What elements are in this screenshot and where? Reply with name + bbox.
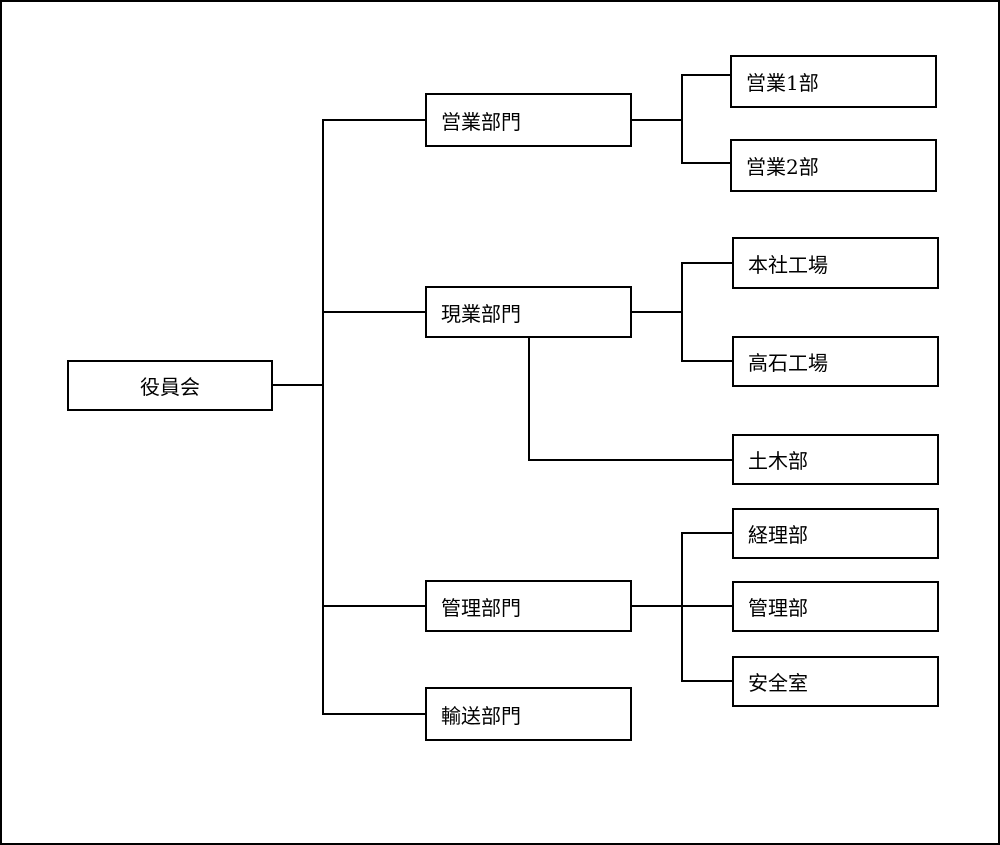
node-label: 土木部: [748, 449, 808, 473]
connector-to-transport-division: [322, 713, 427, 715]
node-sales-dept-1: 営業1部: [730, 55, 937, 108]
node-label: 本社工場: [748, 252, 828, 277]
connector-to-field-division: [322, 311, 427, 313]
node-takaishi-factory: 高石工場: [732, 336, 939, 387]
node-admin-division: 管理部門: [425, 580, 632, 632]
connector-to-civil: [528, 459, 733, 461]
node-management-dept: 管理部: [732, 581, 939, 632]
node-label: 営業2部: [746, 155, 819, 179]
connector-to-admin-division: [322, 605, 427, 607]
connector-root-to-trunk: [272, 384, 324, 386]
node-label: 管理部門: [441, 595, 521, 620]
node-label: 営業1部: [746, 71, 819, 95]
connector-to-sales-division: [322, 119, 427, 121]
node-label: 管理部: [748, 596, 808, 620]
node-safety-office: 安全室: [732, 656, 939, 707]
node-label: 現業部門: [441, 301, 521, 326]
connector-sales-out: [631, 119, 683, 121]
connector-to-safety: [681, 680, 733, 682]
node-label: 経理部: [748, 523, 808, 547]
connector-field-out: [631, 311, 683, 313]
connector-to-sales1: [681, 74, 731, 76]
node-civil-engineering-dept: 土木部: [732, 434, 939, 485]
node-head-office-factory: 本社工場: [732, 237, 939, 289]
connector-admin-vertical: [681, 532, 683, 682]
node-board-of-directors: 役員会: [67, 360, 273, 411]
node-accounting-dept: 経理部: [732, 508, 939, 559]
connector-to-takaishi-factory: [681, 360, 733, 362]
node-label: 役員会: [140, 375, 200, 399]
node-sales-dept-2: 営業2部: [730, 139, 937, 192]
connector-to-head-factory: [681, 262, 733, 264]
connector-sales-vertical: [681, 74, 683, 164]
node-label: 輸送部門: [441, 703, 521, 728]
node-transport-division: 輸送部門: [425, 687, 632, 741]
node-sales-division: 営業部門: [425, 93, 632, 147]
connector-field-vertical: [681, 262, 683, 362]
node-label: 営業部門: [441, 109, 521, 134]
connector-main-trunk: [322, 120, 324, 715]
connector-field-to-civil-vertical: [528, 337, 530, 461]
node-label: 高石工場: [748, 351, 828, 375]
connector-to-accounting: [681, 532, 733, 534]
node-label: 安全室: [748, 671, 808, 695]
node-field-division: 現業部門: [425, 286, 632, 338]
connector-to-sales2: [681, 162, 731, 164]
